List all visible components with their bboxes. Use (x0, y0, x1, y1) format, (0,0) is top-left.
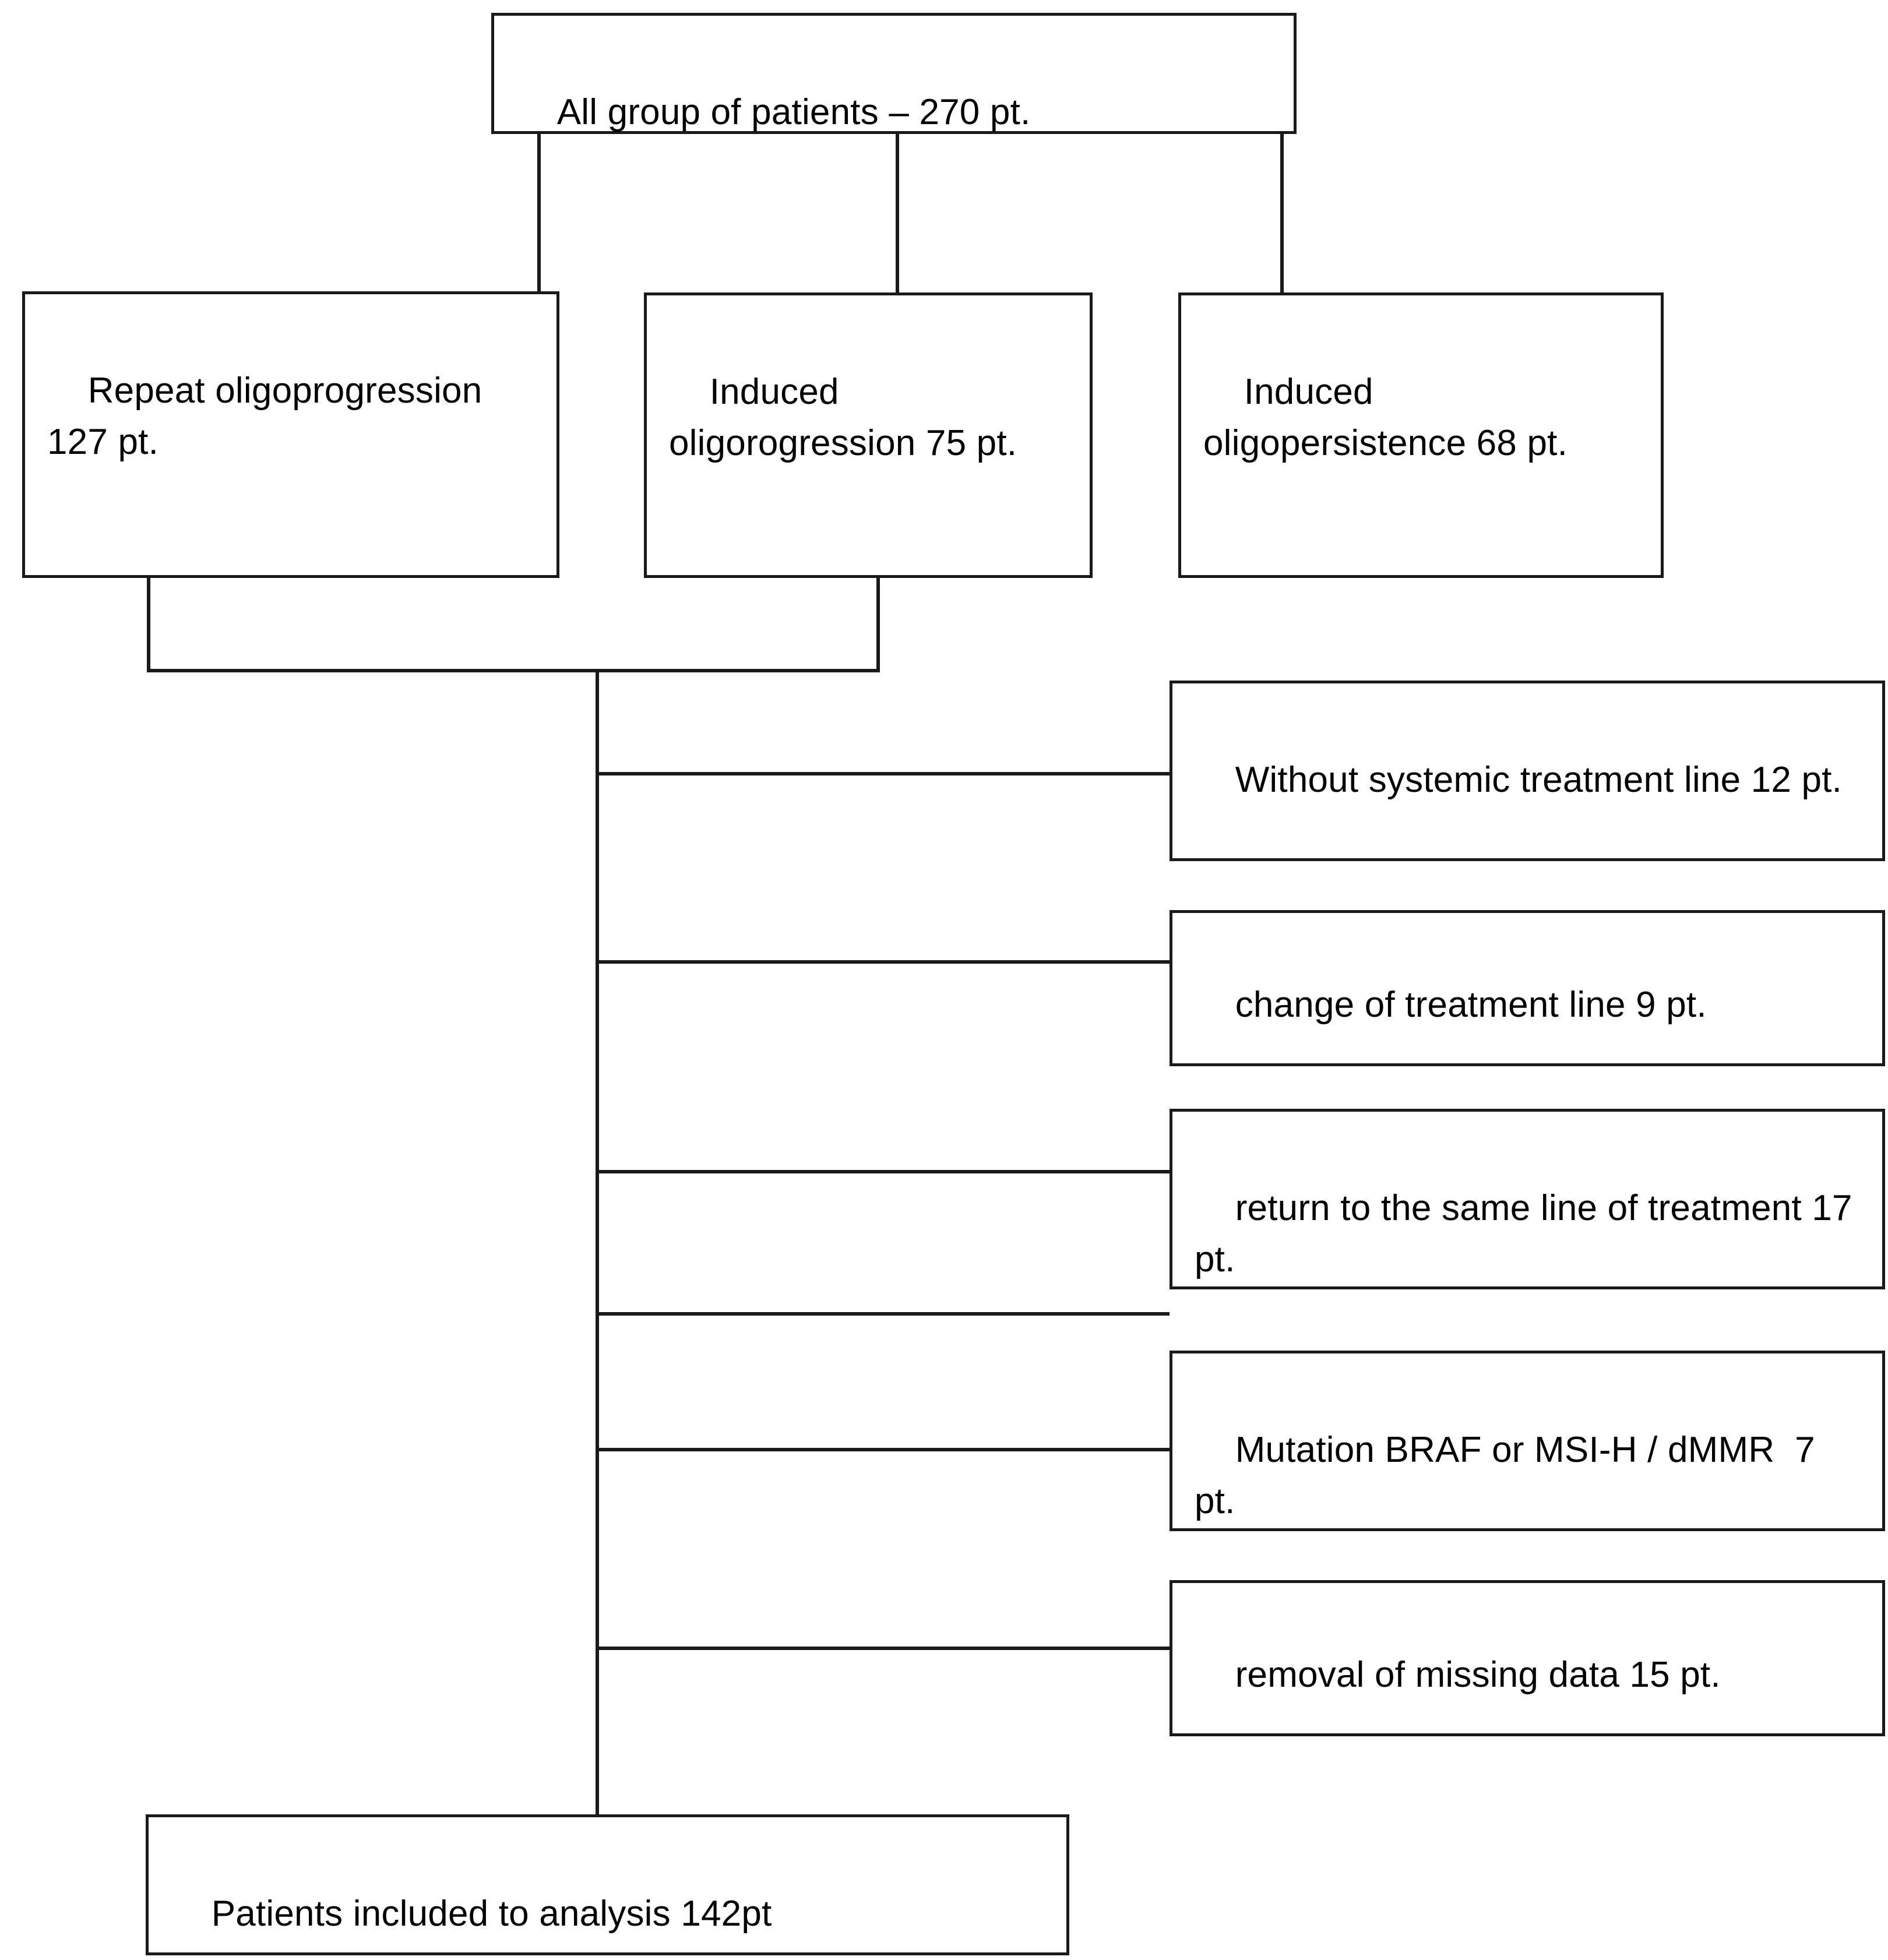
node-exclusion-3-label: return to the same line of treatment 17 … (1195, 1188, 1863, 1280)
connector-top-to-group-3 (1280, 134, 1284, 292)
node-exclusion-return-to-same-line: return to the same line of treatment 17 … (1170, 1109, 1885, 1289)
connector-branch-exclusion-6 (596, 1647, 1170, 1650)
connector-branch-exclusion-4 (596, 1312, 1170, 1316)
connector-branch-exclusion-3 (596, 1170, 1170, 1173)
node-exclusion-without-systemic-treatment-line: Without systemic treatment line 12 pt. (1170, 681, 1885, 861)
node-patients-included-label: Patients included to analysis 142pt (211, 1894, 772, 1934)
node-exclusion-mutation-braf-msi-h-dmmr: Mutation BRAF or MSI-H / dMMR 7 pt. (1170, 1351, 1885, 1531)
connector-top-to-group-2 (896, 134, 899, 292)
node-exclusion-1-label: Without systemic treatment line 12 pt. (1235, 760, 1843, 801)
connector-main-trunk (596, 669, 599, 1816)
connector-group-2-down (876, 578, 880, 672)
connector-top-to-group-1 (537, 134, 541, 292)
node-exclusion-removal-of-missing-data: removal of missing data 15 pt. (1170, 1580, 1885, 1736)
node-repeat-oligoprogression: Repeat oligoprogression 127 pt. (22, 291, 559, 578)
node-exclusion-2-label: change of treatment line 9 pt. (1235, 985, 1707, 1025)
connector-branch-exclusion-2 (596, 960, 1170, 964)
node-exclusion-4-label: Mutation BRAF or MSI-H / dMMR 7 pt. (1195, 1430, 1826, 1522)
connector-merge-bar (147, 669, 880, 672)
node-all-patients: All group of patients – 270 pt. (491, 13, 1297, 134)
node-repeat-oligoprogression-label: Repeat oligoprogression 127 pt. (47, 371, 492, 463)
node-induced-oligorogression-label: Induced oligorogression 75 pt. (669, 372, 1017, 464)
connector-branch-exclusion-5 (596, 1448, 1170, 1451)
node-induced-oligopersistence-label: Induced oligopersistence 68 pt. (1203, 372, 1568, 464)
node-induced-oligorogression: Induced oligorogression 75 pt. (644, 292, 1093, 578)
connector-branch-exclusion-1 (596, 772, 1170, 775)
connector-group-1-down (147, 578, 150, 672)
node-exclusion-5-label: removal of missing data 15 pt. (1235, 1655, 1721, 1695)
node-patients-included-to-analysis: Patients included to analysis 142pt (146, 1814, 1069, 1955)
node-exclusion-change-of-treatment-line: change of treatment line 9 pt. (1170, 910, 1885, 1066)
node-induced-oligopersistence: Induced oligopersistence 68 pt. (1178, 292, 1664, 578)
node-all-patients-label: All group of patients – 270 pt. (556, 92, 1031, 133)
